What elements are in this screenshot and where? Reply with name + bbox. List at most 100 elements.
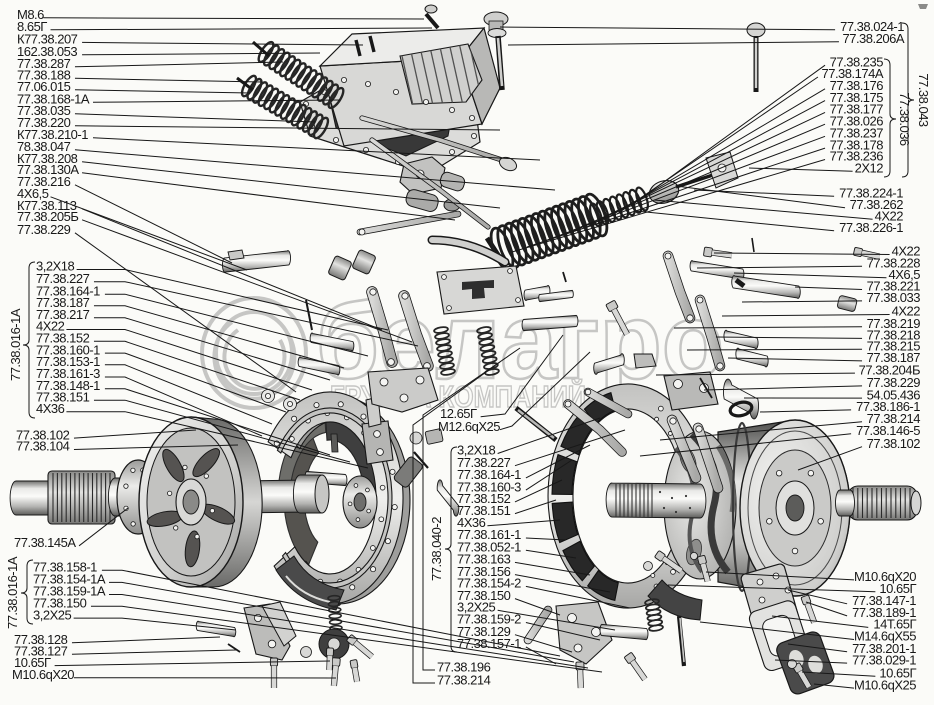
svg-text:77.38.226-1: 77.38.226-1 bbox=[839, 220, 903, 235]
svg-text:162.38.053: 162.38.053 bbox=[17, 44, 77, 59]
svg-text:4Х22: 4Х22 bbox=[36, 319, 65, 334]
svg-text:77.38.287: 77.38.287 bbox=[17, 56, 71, 71]
svg-text:77.38.227: 77.38.227 bbox=[36, 271, 90, 286]
svg-text:77.38.102: 77.38.102 bbox=[867, 436, 921, 451]
svg-text:77.38.151: 77.38.151 bbox=[36, 389, 90, 404]
svg-text:77.38.104: 77.38.104 bbox=[16, 439, 70, 454]
svg-text:77.38.156: 77.38.156 bbox=[457, 564, 511, 579]
svg-text:77.38.224-1: 77.38.224-1 bbox=[839, 186, 903, 201]
svg-text:77.38.163: 77.38.163 bbox=[457, 552, 511, 567]
svg-text:4Х36: 4Х36 bbox=[36, 401, 65, 416]
svg-text:3,2Х25: 3,2Х25 bbox=[33, 607, 71, 622]
svg-text:77.38.127: 77.38.127 bbox=[14, 643, 68, 658]
svg-text:77.38.164-1: 77.38.164-1 bbox=[36, 283, 100, 298]
svg-text:77.38.176: 77.38.176 bbox=[830, 78, 884, 93]
svg-text:77.38.168-1А: 77.38.168-1А bbox=[17, 92, 90, 107]
svg-text:77.38.148-1: 77.38.148-1 bbox=[36, 378, 100, 393]
svg-text:77.38.186-1: 77.38.186-1 bbox=[856, 399, 920, 414]
svg-text:М10.6qХ25: М10.6qХ25 bbox=[854, 677, 916, 692]
svg-text:М10.6qХ20: М10.6qХ20 bbox=[854, 569, 916, 584]
svg-text:8.65Г: 8.65Г bbox=[17, 19, 47, 34]
svg-text:77.38.016-1А: 77.38.016-1А bbox=[5, 556, 20, 629]
svg-text:К77.38.207: К77.38.207 bbox=[17, 32, 78, 47]
svg-text:77.38.187: 77.38.187 bbox=[36, 295, 90, 310]
svg-text:М10.6qХ20: М10.6qХ20 bbox=[12, 667, 74, 682]
svg-text:77.38.214: 77.38.214 bbox=[437, 673, 491, 688]
svg-text:77.38.160-1: 77.38.160-1 bbox=[36, 342, 100, 357]
svg-text:77.38.229: 77.38.229 bbox=[867, 375, 921, 390]
svg-text:77.38.188: 77.38.188 bbox=[17, 68, 71, 83]
svg-text:3,2Х18: 3,2Х18 bbox=[457, 443, 495, 458]
svg-text:77.38.150: 77.38.150 bbox=[33, 596, 87, 611]
svg-text:77.38.235: 77.38.235 bbox=[830, 54, 884, 69]
svg-text:2Х12: 2Х12 bbox=[855, 161, 884, 176]
svg-text:77.38.216: 77.38.216 bbox=[17, 174, 71, 189]
svg-text:М8.6: М8.6 bbox=[17, 7, 44, 22]
svg-text:77.38.262: 77.38.262 bbox=[850, 197, 904, 212]
svg-text:77.38.177: 77.38.177 bbox=[830, 102, 884, 117]
svg-text:77.38.174А: 77.38.174А bbox=[821, 66, 883, 81]
svg-text:10.65Г: 10.65Г bbox=[14, 655, 51, 670]
svg-text:77.38.158-1: 77.38.158-1 bbox=[33, 559, 97, 574]
svg-text:77.38.147-1: 77.38.147-1 bbox=[852, 593, 916, 608]
svg-text:3,2Х18: 3,2Х18 bbox=[36, 259, 74, 274]
svg-text:77.38.036: 77.38.036 bbox=[897, 92, 912, 146]
svg-text:М14.6qХ55: М14.6qХ55 bbox=[854, 629, 916, 644]
svg-text:4Х6,5: 4Х6,5 bbox=[17, 186, 49, 201]
svg-text:77.38.204Б: 77.38.204Б bbox=[859, 362, 920, 377]
svg-text:77.38.196: 77.38.196 bbox=[437, 660, 491, 675]
svg-text:77.38.035: 77.38.035 bbox=[17, 103, 71, 118]
svg-text:К77.38.210-1: К77.38.210-1 bbox=[17, 127, 88, 142]
svg-text:77.38.154-1А: 77.38.154-1А bbox=[33, 572, 106, 587]
svg-text:77.38.206А: 77.38.206А bbox=[842, 31, 904, 46]
svg-text:10.65Г: 10.65Г bbox=[879, 581, 916, 596]
svg-text:77.38.227: 77.38.227 bbox=[457, 455, 511, 470]
svg-text:77.38.130А: 77.38.130А bbox=[17, 162, 79, 177]
svg-text:77.38.189-1: 77.38.189-1 bbox=[852, 605, 916, 620]
svg-text:77.38.237: 77.38.237 bbox=[830, 126, 884, 141]
svg-text:77.38.152: 77.38.152 bbox=[36, 331, 90, 346]
svg-text:77.38.164-1: 77.38.164-1 bbox=[457, 467, 521, 482]
svg-text:77.38.220: 77.38.220 bbox=[17, 115, 71, 130]
svg-text:14Т.65Г: 14Т.65Г bbox=[873, 617, 916, 632]
svg-text:54.05.436: 54.05.436 bbox=[867, 387, 921, 402]
svg-text:77.38.128: 77.38.128 bbox=[14, 632, 68, 647]
svg-text:77.38.145А: 77.38.145А bbox=[14, 535, 76, 550]
svg-text:77.38.033: 77.38.033 bbox=[867, 290, 921, 305]
svg-text:77.38.178: 77.38.178 bbox=[830, 137, 884, 152]
svg-text:77.38.175: 77.38.175 bbox=[830, 90, 884, 105]
svg-text:77.38.052-1: 77.38.052-1 bbox=[457, 539, 521, 554]
svg-text:77.38.221: 77.38.221 bbox=[867, 279, 921, 294]
svg-text:4Х22: 4Х22 bbox=[875, 208, 904, 223]
svg-text:77.38.215: 77.38.215 bbox=[867, 338, 921, 353]
svg-text:77.38.205Б: 77.38.205Б bbox=[17, 209, 78, 224]
svg-text:12.65Г: 12.65Г bbox=[440, 406, 477, 421]
svg-text:К77.38.113: К77.38.113 bbox=[17, 198, 77, 213]
svg-text:77.38.157-1: 77.38.157-1 bbox=[457, 636, 521, 651]
svg-text:77.38.236: 77.38.236 bbox=[830, 149, 884, 164]
svg-text:77.38.217: 77.38.217 bbox=[36, 307, 90, 322]
svg-text:77.38.187: 77.38.187 bbox=[867, 350, 921, 365]
svg-text:77.38.150: 77.38.150 bbox=[457, 588, 511, 603]
svg-text:77.38.029-1: 77.38.029-1 bbox=[852, 652, 916, 667]
svg-text:77.06.015: 77.06.015 bbox=[17, 79, 71, 94]
svg-text:77.38.040-2: 77.38.040-2 bbox=[429, 517, 444, 581]
svg-text:77.38.159-1А: 77.38.159-1А bbox=[33, 584, 106, 599]
svg-text:77.38.161-1: 77.38.161-1 bbox=[457, 527, 521, 542]
svg-text:4Х22: 4Х22 bbox=[892, 244, 921, 259]
svg-text:4Х22: 4Х22 bbox=[892, 304, 921, 319]
svg-text:77.38.153-1: 77.38.153-1 bbox=[36, 354, 100, 369]
svg-text:77.38.218: 77.38.218 bbox=[867, 328, 921, 343]
svg-text:77.38.159-2: 77.38.159-2 bbox=[457, 612, 521, 627]
svg-text:77.38.043: 77.38.043 bbox=[916, 73, 931, 127]
svg-text:4Х36: 4Х36 bbox=[457, 515, 486, 530]
svg-text:М12.6qХ25: М12.6qХ25 bbox=[438, 419, 500, 434]
svg-text:3,2Х25: 3,2Х25 bbox=[457, 600, 495, 615]
svg-text:78.38.047: 78.38.047 bbox=[17, 139, 71, 154]
svg-text:77.38.026: 77.38.026 bbox=[830, 113, 884, 128]
svg-text:77.38.214: 77.38.214 bbox=[867, 411, 921, 426]
svg-text:10.65Г: 10.65Г bbox=[879, 666, 916, 681]
svg-text:77.38.201-1: 77.38.201-1 bbox=[852, 641, 916, 656]
svg-text:К77.38.208: К77.38.208 bbox=[17, 151, 78, 166]
svg-text:77.38.229: 77.38.229 bbox=[17, 222, 71, 237]
